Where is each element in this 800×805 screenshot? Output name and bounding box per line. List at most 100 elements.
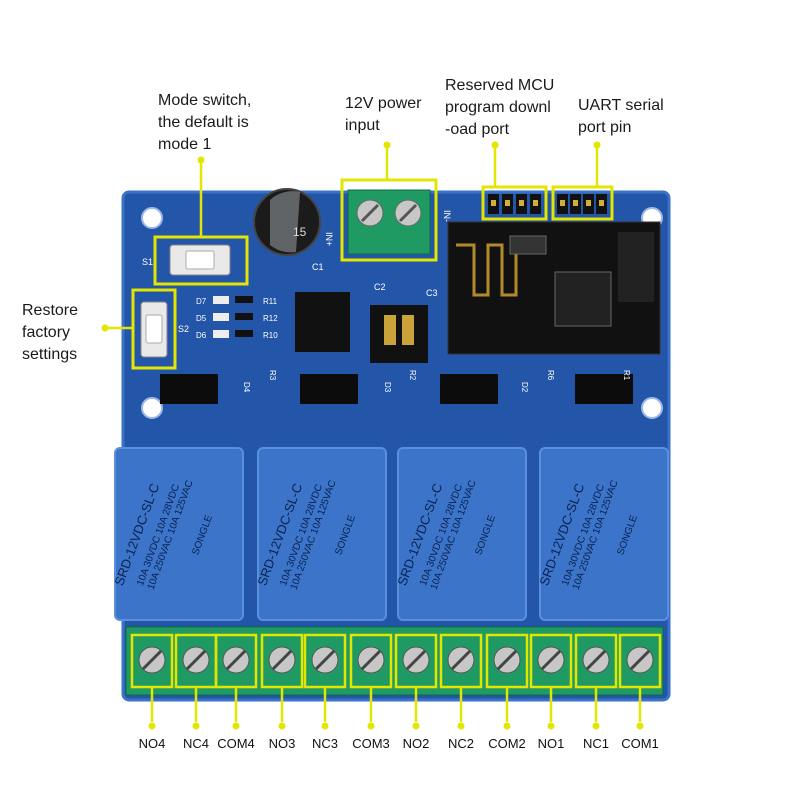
silk-d3: D3 (383, 382, 392, 393)
terminal-leader-dot (148, 722, 156, 730)
jumper-pin (384, 315, 396, 345)
silk-led-label: D7 (196, 297, 207, 306)
silk-r1: R1 (622, 370, 631, 381)
terminal-label-no2: NO2 (402, 736, 430, 751)
header-pin-contact (533, 200, 538, 206)
jumper-pin (402, 315, 414, 345)
power-input-highlight (340, 178, 438, 262)
terminal-leader-dot (192, 722, 200, 730)
optocoupler (300, 374, 358, 404)
terminal-leader-dot (412, 722, 420, 730)
terminal-label-no3: NO3 (268, 736, 296, 751)
mounting-hole (141, 397, 163, 419)
callout-power-input: 12V power input (345, 95, 422, 134)
terminal-label-no1: NO1 (537, 736, 565, 751)
header-pin-contact (599, 200, 604, 206)
silk-r6: R6 (546, 370, 555, 381)
silk-resistor-label: R11 (263, 297, 278, 306)
silk-in-minus: IN- (442, 210, 452, 222)
terminal-screw-slot (405, 649, 427, 671)
terminal-leader-dot (321, 722, 329, 730)
terminal-screw-slot (450, 649, 472, 671)
terminal-leader-dot (278, 722, 286, 730)
relay-body (114, 447, 244, 621)
terminal-leader-dot (367, 722, 375, 730)
silk-resistor-label: R12 (263, 314, 278, 323)
silk-led-label: D5 (196, 314, 207, 323)
terminal-label-nc4: NC4 (182, 736, 210, 751)
callout-restore: Restore factory settings (22, 302, 79, 363)
header-pin-contact (491, 200, 496, 206)
capacitor-stripe (270, 191, 300, 253)
silk-c1: C1 (312, 262, 324, 272)
led (213, 330, 229, 338)
optocoupler (160, 374, 218, 404)
led (213, 313, 229, 321)
mcu-port-highlight (481, 185, 548, 221)
header-pin-contact (519, 200, 524, 206)
silk-led-label: D6 (196, 331, 207, 340)
esp-flash (509, 235, 547, 255)
silk-d2: D2 (520, 382, 529, 393)
esp-antenna (456, 243, 530, 297)
terminal-label-com2: COM2 (488, 736, 526, 751)
esp-pins (618, 232, 654, 302)
terminal-leader-dot (457, 722, 465, 730)
terminal-leader-dot (503, 722, 511, 730)
silk-r2: R2 (408, 370, 417, 381)
terminal-label-com1: COM1 (621, 736, 659, 751)
ic-chip (295, 292, 350, 352)
capacitor-value: 15 (293, 225, 307, 239)
led (213, 296, 229, 304)
terminal-screw-slot (271, 649, 293, 671)
terminal-screw-slot (185, 649, 207, 671)
silk-resistor-label: R10 (263, 331, 278, 340)
mounting-hole (641, 397, 663, 419)
terminal-screw-slot (629, 649, 651, 671)
callout-uart: UART serial port pin (578, 97, 664, 136)
resistor (235, 296, 253, 303)
resistor (235, 330, 253, 337)
silk-c2: C2 (374, 282, 386, 292)
power-screw-slot (398, 203, 418, 223)
relay-body (539, 447, 669, 621)
uart-highlight (551, 185, 614, 221)
terminal-label-nc2: NC2 (447, 736, 475, 751)
terminal-leader-dot (547, 722, 555, 730)
terminal-screw-slot (360, 649, 382, 671)
terminal-leader-dot (636, 722, 644, 730)
esp-chip (554, 271, 612, 327)
optocoupler (575, 374, 633, 404)
terminal-screw-slot (496, 649, 518, 671)
jumper-block (370, 305, 428, 363)
optocoupler (440, 374, 498, 404)
silk-s2: S2 (178, 324, 189, 334)
power-screw-slot (360, 203, 380, 223)
resistor (235, 313, 253, 320)
header-pin-contact (586, 200, 591, 206)
relay-body (257, 447, 387, 621)
mounting-hole (141, 207, 163, 229)
silk-r3: R3 (268, 370, 277, 381)
power-input-leader-dot (383, 141, 391, 149)
silk-d4: D4 (242, 382, 251, 393)
terminal-screw-slot (540, 649, 562, 671)
mode-switch-leader-dot (197, 156, 205, 164)
terminal-label-no4: NO4 (138, 736, 166, 751)
terminal-leader-dot (232, 722, 240, 730)
silk-in-plus: IN+ (324, 232, 334, 246)
restore-leader-dot (101, 324, 109, 332)
callout-mode-switch: Mode switch, the default is mode 1 (158, 92, 252, 153)
header-pin-contact (505, 200, 510, 206)
terminal-screw-slot (314, 649, 336, 671)
restore-switch-button (145, 314, 163, 344)
callout-mcu-port: Reserved MCU program downl -oad port (445, 77, 555, 138)
mode-switch-button (185, 250, 215, 270)
terminal-label-com3: COM3 (352, 736, 390, 751)
